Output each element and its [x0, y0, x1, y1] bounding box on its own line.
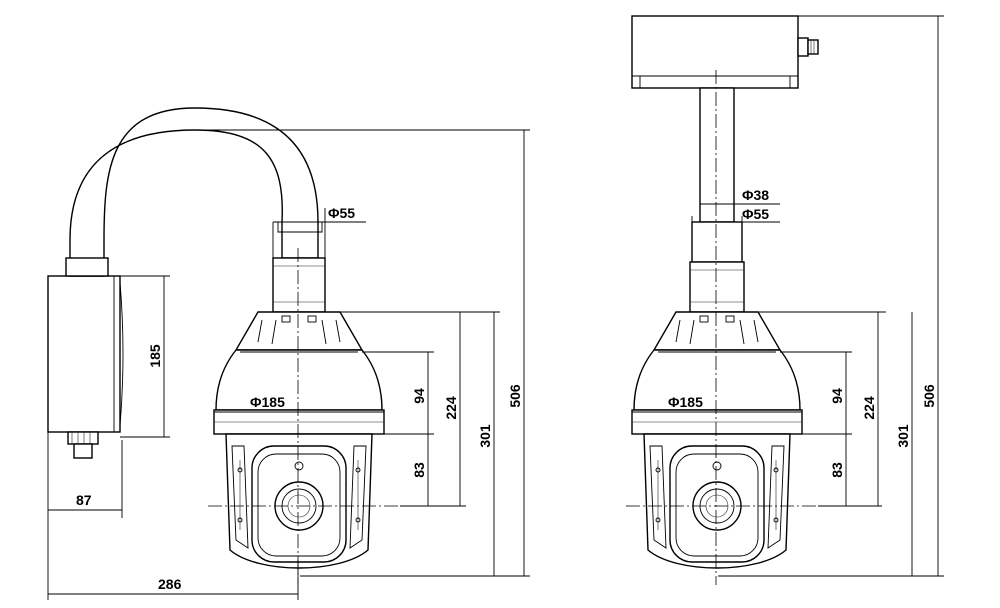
right-vertical-dims: 94 83 224 301 506 — [718, 15, 944, 577]
ceiling-box — [631, 15, 819, 89]
gooseneck-arm — [65, 107, 323, 277]
pendant-rod — [689, 87, 745, 313]
dim-label-total-reach: 286 — [158, 576, 182, 592]
wall-box — [47, 275, 124, 459]
dim-box-offset: 87 — [47, 432, 123, 600]
dim-total-reach: 286 — [48, 560, 299, 600]
dim-label-box-height: 185 — [147, 344, 163, 368]
dim-label-box-offset: 87 — [76, 492, 92, 508]
right-dim-label-dome-upper: 94 — [829, 388, 845, 404]
left-vertical-dims: 94 83 224 301 506 — [190, 129, 530, 577]
camera-head — [225, 433, 373, 569]
dim-label-dome-upper: 94 — [411, 388, 427, 404]
right-dim-label-camera-height: 301 — [895, 424, 911, 448]
right-view: Φ38 Φ55 Φ185 94 83 224 — [626, 15, 944, 585]
dim-label-pipe-diameter: Φ55 — [328, 205, 355, 221]
dim-pipe-diameter: Φ55 — [272, 205, 366, 258]
dim-label-dome-lower: 83 — [411, 462, 427, 478]
right-dim-label-dome-diameter: Φ185 — [668, 394, 703, 410]
right-dim-pipe-diameter: Φ55 — [691, 206, 780, 226]
pendant-pipe — [272, 257, 326, 313]
right-dome-housing — [631, 311, 803, 435]
right-dim-label-dome-lower: 83 — [829, 462, 845, 478]
dim-label-camera-height: 301 — [477, 424, 493, 448]
dim-label-total-height: 506 — [507, 384, 523, 408]
left-view: Φ55 Φ185 185 87 286 — [47, 107, 530, 600]
right-dim-label-total-height: 506 — [921, 384, 937, 408]
right-dim-label-dome-to-top: 224 — [861, 396, 877, 420]
right-dim-dome-diameter: Φ185 — [632, 394, 802, 413]
right-dim-label-pipe-diameter: Φ55 — [742, 206, 769, 222]
dim-label-dome-diameter: Φ185 — [250, 394, 285, 410]
dim-dome-diameter: Φ185 — [214, 394, 384, 413]
right-camera-head — [643, 433, 791, 569]
dim-rod-diameter: Φ38 — [699, 187, 780, 206]
dim-label-rod-diameter: Φ38 — [742, 187, 769, 203]
dim-box-height: 185 — [120, 275, 170, 438]
dim-label-dome-to-top: 224 — [443, 396, 459, 420]
dome-housing — [213, 311, 385, 435]
